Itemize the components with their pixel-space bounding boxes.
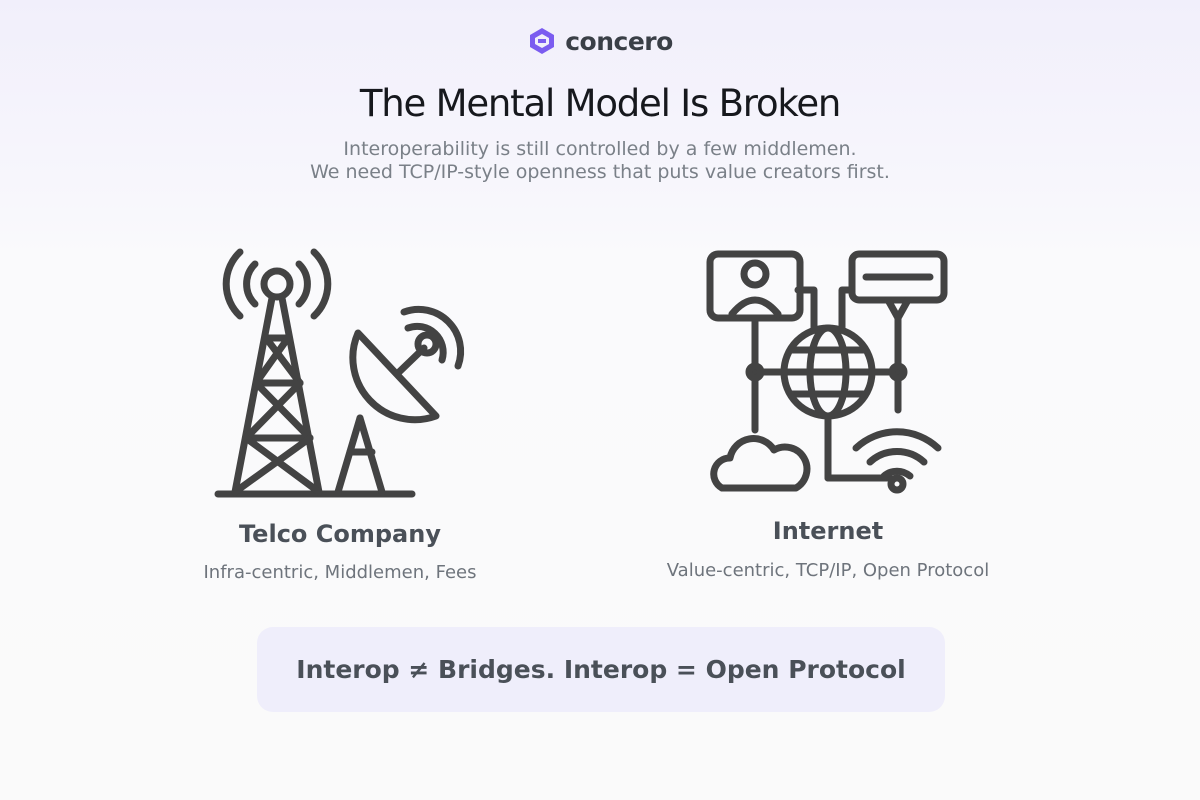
concero-logo-icon: [530, 28, 555, 54]
telecom-tower-satellite-dish-icon: [214, 248, 465, 498]
conclusion-banner: Interop ≠ Bridges. Interop = Open Protoc…: [257, 627, 945, 712]
brand-logo: concero: [0, 26, 1200, 56]
subtitle-line-2: We need TCP/IP-style openness that puts …: [310, 161, 890, 183]
page-subtitle: Interoperability is still controlled by …: [0, 138, 1200, 184]
internet-network-icon: [706, 250, 948, 494]
internet-title: Internet: [772, 517, 884, 545]
conclusion-text: Interop ≠ Bridges. Interop = Open Protoc…: [296, 655, 906, 684]
telco-company-subtitle: Infra-centric, Middlemen, Fees: [203, 562, 477, 583]
subtitle-line-1: Interoperability is still controlled by …: [343, 138, 857, 160]
internet-subtitle: Value-centric, TCP/IP, Open Protocol: [666, 560, 990, 581]
brand-name: concero: [565, 26, 673, 56]
telco-company-title: Telco Company: [239, 520, 441, 548]
page-title: The Mental Model Is Broken: [359, 82, 841, 125]
